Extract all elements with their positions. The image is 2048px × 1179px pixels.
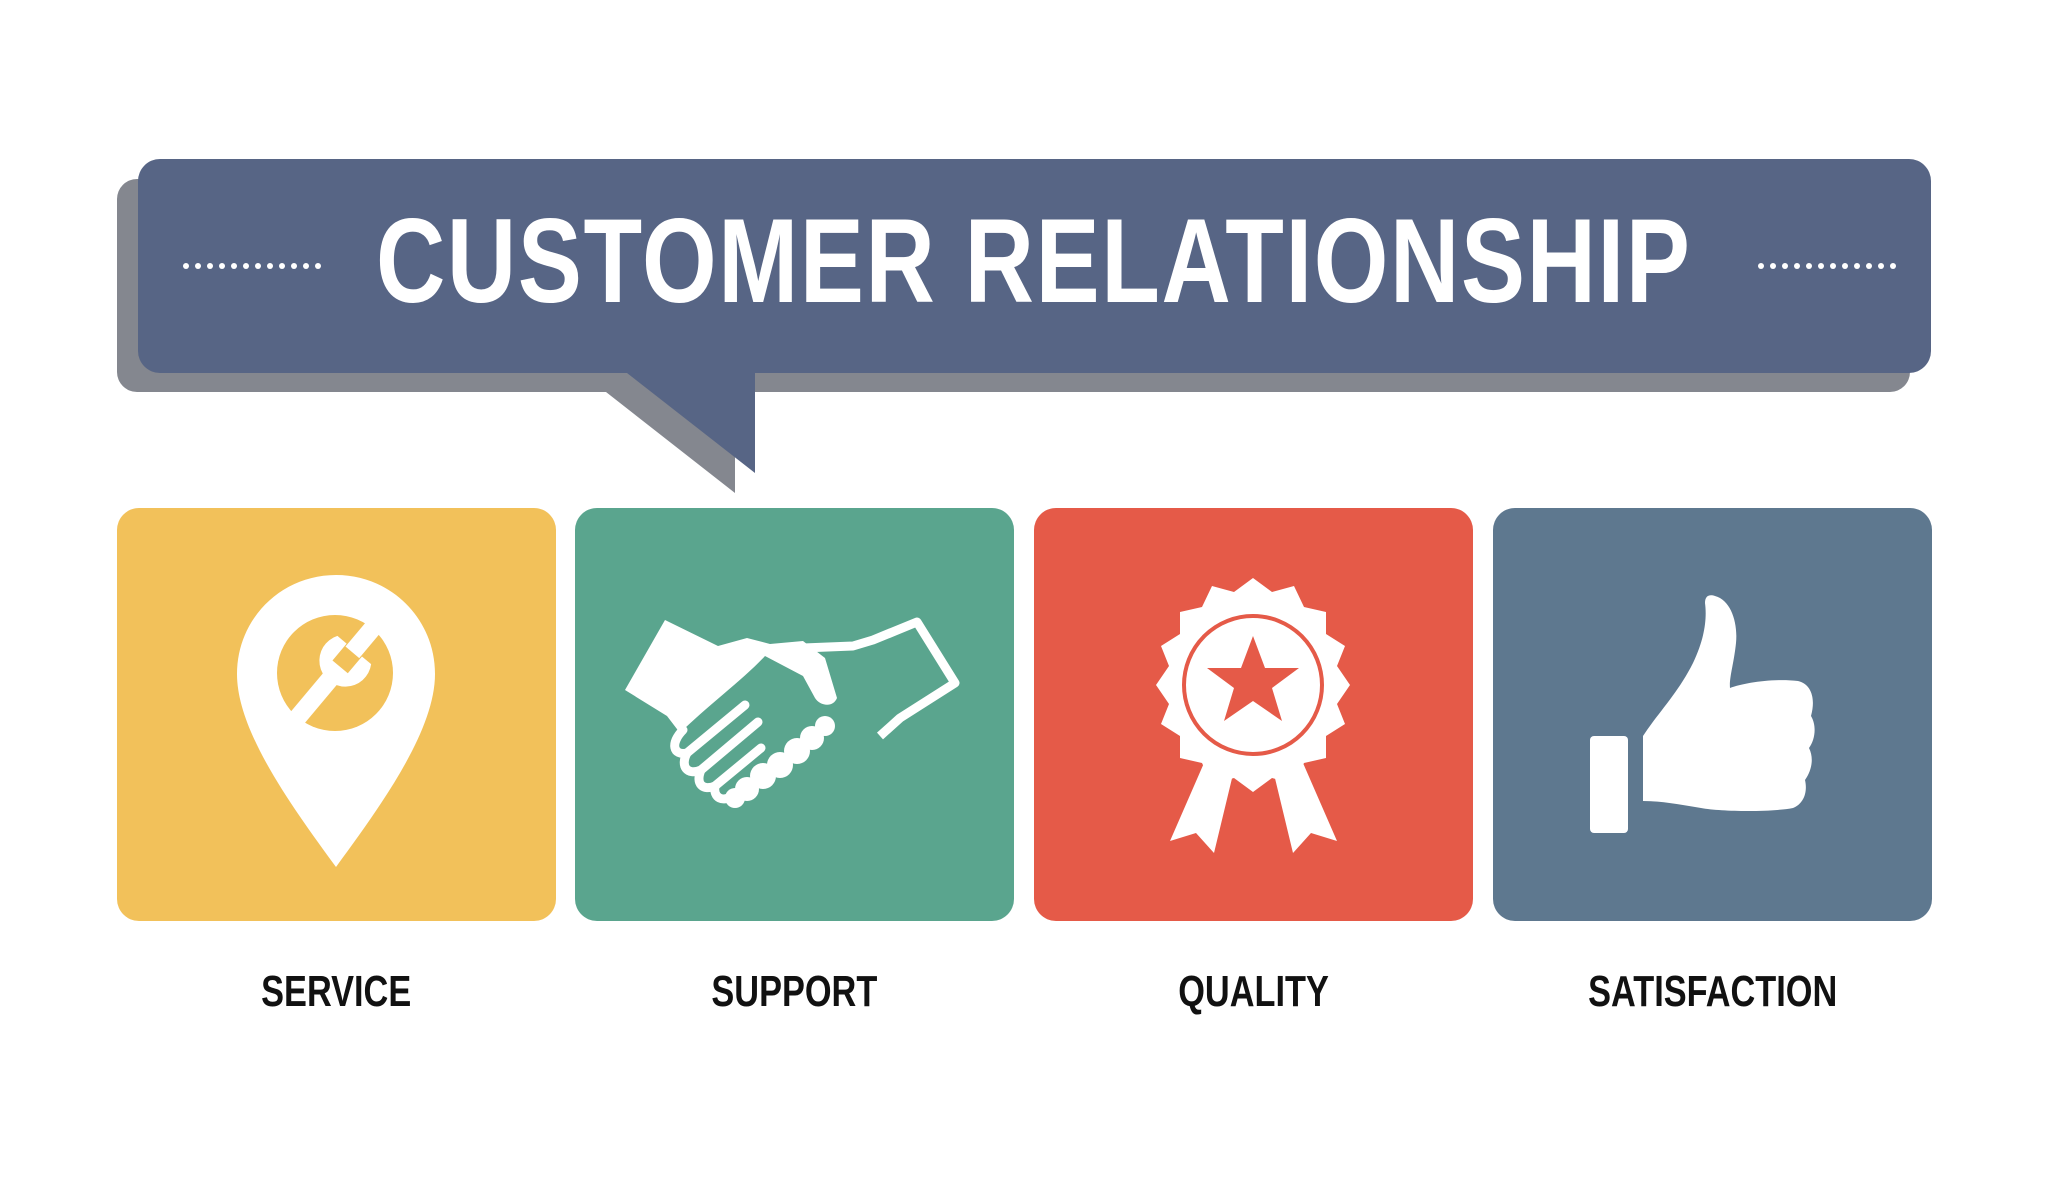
card-support bbox=[575, 508, 1014, 921]
page-title-text: CUSTOMER RELATIONSHIP bbox=[376, 194, 1692, 328]
award-ribbon-star-icon bbox=[1156, 578, 1350, 853]
page-title: CUSTOMER RELATIONSHIP bbox=[376, 196, 1690, 326]
card-quality bbox=[1034, 508, 1473, 921]
label-quality: QUALITY bbox=[1178, 967, 1329, 1016]
left-dotted-line bbox=[183, 263, 321, 269]
label-service: SERVICE bbox=[261, 967, 412, 1016]
label-satisfaction: SATISFACTION bbox=[1587, 967, 1838, 1016]
thumbs-up-icon bbox=[1590, 595, 1815, 833]
card-satisfaction bbox=[1493, 508, 1932, 921]
card-service bbox=[117, 508, 556, 921]
right-dotted-line bbox=[1758, 263, 1896, 269]
speech-bubble-main bbox=[138, 159, 1931, 473]
speech-bubble-shape bbox=[117, 159, 1931, 493]
label-support: SUPPORT bbox=[711, 967, 878, 1016]
handshake-icon bbox=[625, 617, 960, 808]
location-pin-wrench-icon bbox=[237, 575, 435, 867]
